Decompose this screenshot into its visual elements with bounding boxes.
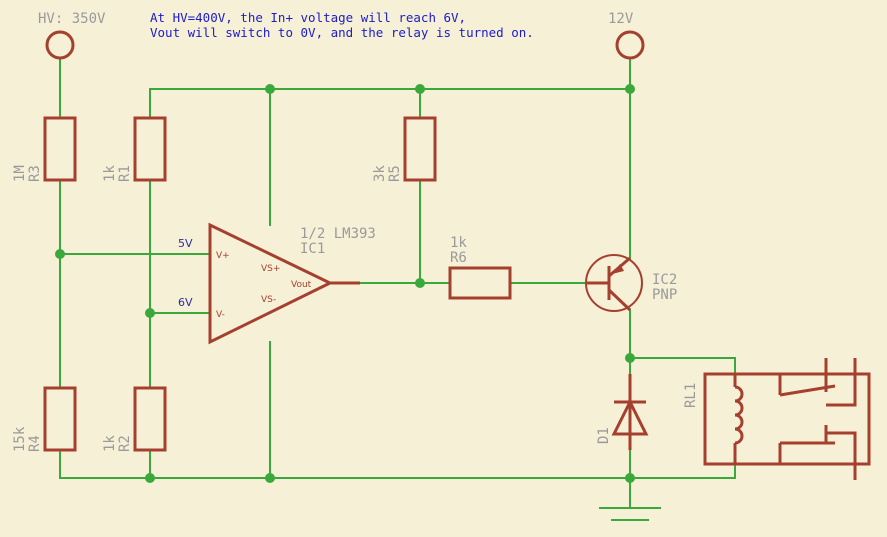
diode-triangle: [611, 398, 649, 436]
r4-value: 15k: [12, 426, 28, 452]
pin-in-minus: V-: [216, 310, 225, 320]
hv-terminal: [45, 30, 75, 60]
resistor-r5: 3k R5: [372, 116, 437, 182]
diode-d1: D1: [596, 374, 649, 450]
pin-in-plus: V+: [216, 251, 230, 261]
relay-body: [703, 372, 871, 466]
junction: [265, 84, 275, 94]
resistor-r1: 1k R1: [102, 116, 167, 182]
r2-value: 1k: [102, 435, 118, 452]
junction: [625, 84, 635, 94]
pin-vs-minus: VS-: [261, 295, 276, 305]
junction: [265, 473, 275, 483]
note-line-1: At HV=400V, the In+ voltage will reach 6…: [150, 10, 466, 25]
resistor-r2: 1k R2: [102, 386, 167, 452]
resistor-r6: 1k R6: [448, 235, 512, 300]
vcc-terminal: [615, 30, 645, 60]
r3-name: R3: [27, 165, 43, 182]
junction: [415, 278, 425, 288]
resistor-r3: 1M R3: [12, 116, 77, 182]
comparator-body: [208, 222, 334, 345]
junction: [145, 308, 155, 318]
note-line-2: Vout will switch to 0V, and the relay is…: [150, 25, 534, 40]
r6-name: R6: [450, 250, 467, 266]
junctions: [55, 84, 635, 483]
ic2-name: IC2: [652, 272, 677, 288]
r4-name: R4: [27, 435, 43, 452]
comparator-ic1: V+ V- VS+ VS- Vout 1/2 LM393 IC1: [208, 222, 376, 345]
transistor-emitter-arrow: [612, 264, 624, 274]
pin-vs-plus: VS+: [261, 264, 280, 274]
vcc-label: 12V: [608, 11, 634, 27]
r5-value: 3k: [372, 165, 388, 182]
net-5v-label: 5V: [178, 237, 193, 250]
r2-name: R2: [117, 435, 133, 452]
relay-contact-nc-top: [826, 358, 857, 407]
pnp-transistor-ic2: IC2 PNP: [585, 254, 677, 312]
junction: [55, 249, 65, 259]
net-6v-label: 6V: [178, 296, 193, 309]
r3-value: 1M: [12, 165, 28, 182]
transistor-collector-lead: [607, 288, 632, 312]
resistor-r4: 15k R4: [12, 386, 77, 452]
r1-name: R1: [117, 165, 133, 182]
hv-supply-label: HV: 350V: [38, 11, 106, 27]
ic1-value: 1/2 LM393: [300, 226, 376, 242]
junction: [625, 353, 635, 363]
relay-rl1: RL1: [683, 358, 871, 480]
junction: [625, 473, 635, 483]
ground-icon: [599, 507, 661, 521]
junction: [145, 473, 155, 483]
rl1-name: RL1: [683, 383, 699, 408]
junction: [415, 84, 425, 94]
wires: [59, 59, 736, 507]
ic1-name: IC1: [300, 241, 325, 257]
r1-value: 1k: [102, 165, 118, 182]
d1-name: D1: [596, 427, 612, 444]
r6-value: 1k: [450, 235, 467, 251]
relay-coil-icon: [734, 385, 744, 445]
relay-contact-nc-bottom: [826, 431, 857, 480]
r5-name: R5: [387, 165, 403, 182]
pin-vout: Vout: [291, 280, 312, 290]
ic2-value: PNP: [652, 287, 677, 303]
